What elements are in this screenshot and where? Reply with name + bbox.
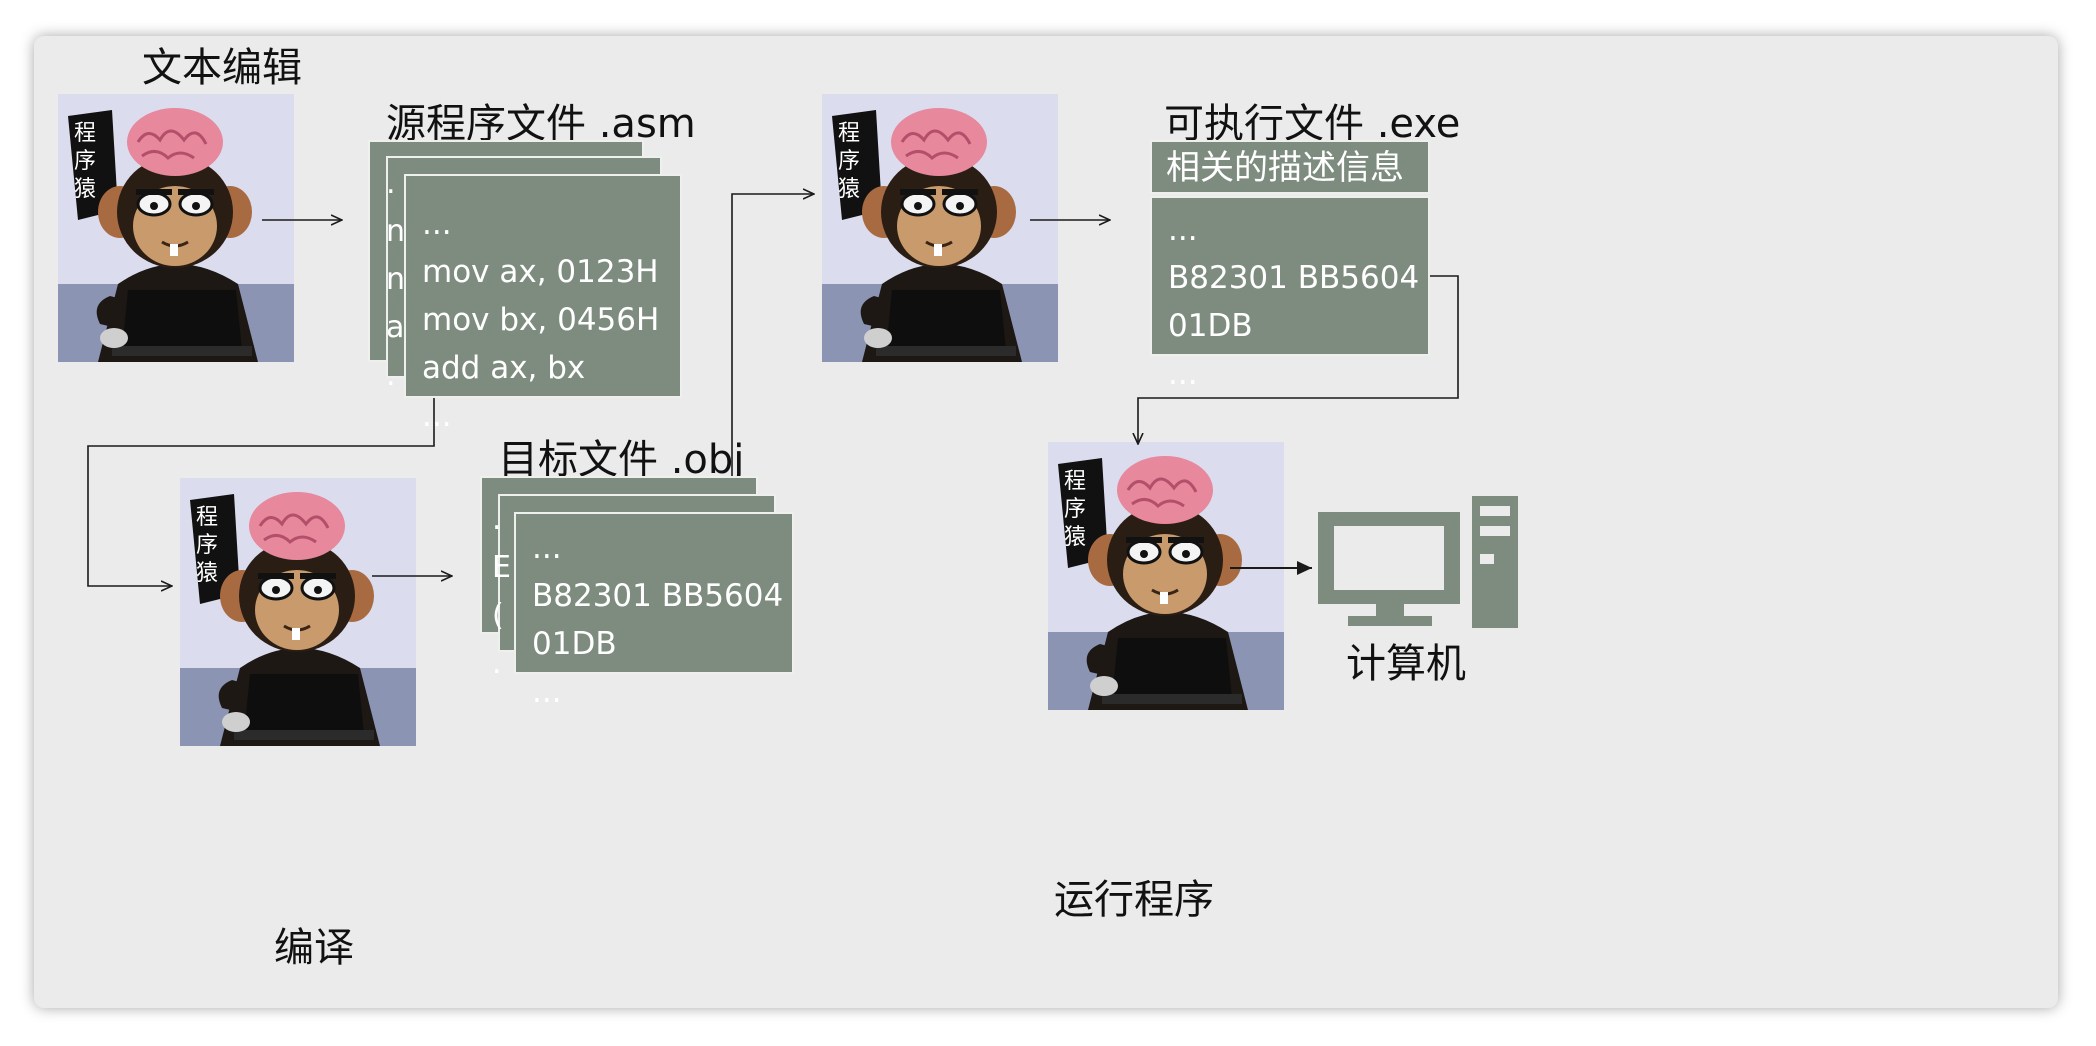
object-line: 01DB [532, 626, 617, 662]
object-file-title: 目标文件 .obj [498, 437, 745, 483]
sign-char: 程 [1063, 469, 1086, 494]
object-line: B82301 BB5604 [532, 578, 784, 614]
sign-char: 序 [1063, 497, 1086, 522]
exe-line: 01DB [1168, 308, 1253, 344]
exe-header-card: 相关的描述信息 [1150, 140, 1430, 194]
sign-char: 序 [837, 149, 860, 174]
sign-char: 猿 [837, 177, 860, 202]
sign-char: 程 [195, 505, 218, 530]
sign-char: 程 [73, 121, 96, 146]
sign-char: 猿 [73, 177, 96, 202]
exe-line: ... [1168, 356, 1198, 392]
sign-char: 猿 [195, 561, 218, 586]
exe-body-card: ... B82301 BB5604 01DB ... [1150, 196, 1430, 392]
avatar-sign: 程 序 猿 [1062, 468, 1088, 552]
computer-icon [1318, 496, 1518, 628]
compile-label: 编译 [274, 925, 354, 971]
source-file-title: 源程序文件 .asm [386, 101, 696, 147]
diagram-canvas: 文本编辑 编译 连接 运行程序 计算机 源程序文件 .asm 目标文件 .obj… [34, 36, 2058, 1008]
source-line: mov ax, 0123H [422, 254, 659, 290]
text-edit-label: 文本编辑 [142, 45, 302, 91]
avatar-sign: 程 序 猿 [836, 120, 862, 204]
sign-char: 猿 [1063, 525, 1086, 550]
source-line: mov bx, 0456H [422, 302, 660, 338]
sign-char: 程 [837, 121, 860, 146]
exe-file-title: 可执行文件 .exe [1164, 101, 1461, 147]
source-line: add ax, bx [422, 350, 586, 386]
object-line: ... [532, 530, 562, 566]
sign-char: 序 [195, 533, 218, 558]
source-card-front: ... mov ax, 0123H mov bx, 0456H add ax, … [404, 174, 682, 434]
computer-label: 计算机 [1346, 641, 1466, 687]
exe-line: B82301 BB5604 [1168, 260, 1420, 296]
avatar-sign: 程 序 猿 [194, 504, 220, 588]
avatar-sign: 程 序 猿 [72, 120, 98, 204]
flow-arrows [87, 36, 1459, 1008]
sign-char: 序 [73, 149, 96, 174]
source-line: ... [422, 398, 452, 434]
object-peek-text: .E(. [492, 502, 511, 681]
object-line: ... [532, 674, 562, 710]
run-program-label: 运行程序 [1054, 877, 1214, 923]
exe-line: ... [1168, 212, 1198, 248]
source-line: ... [422, 206, 452, 242]
exe-header-text: 相关的描述信息 [1166, 148, 1404, 188]
object-card-front: ... B82301 BB5604 01DB ... [514, 512, 794, 710]
